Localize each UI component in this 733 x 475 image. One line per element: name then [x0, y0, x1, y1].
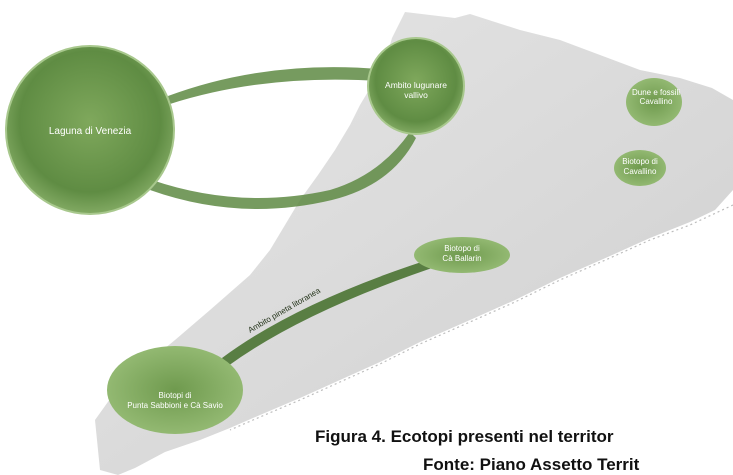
- svg-text:Punta Sabbioni e Cà Savio: Punta Sabbioni e Cà Savio: [127, 401, 223, 410]
- svg-text:Biotopo di: Biotopo di: [444, 244, 480, 253]
- svg-text:Dune e fossili: Dune e fossili: [632, 88, 680, 97]
- svg-text:Cà Ballarin: Cà Ballarin: [442, 254, 481, 263]
- link-corridor-pineta: [222, 256, 444, 366]
- svg-text:Biotopo di: Biotopo di: [622, 157, 658, 166]
- node-biotopo-di-cavallino: Biotopo di Cavallino: [614, 150, 666, 186]
- svg-text:Ambito lugunare: Ambito lugunare: [385, 80, 447, 90]
- svg-text:Cavallino: Cavallino: [640, 97, 673, 106]
- coastline-texture: [229, 204, 733, 431]
- node-ambito-lugunare-vallivo: Ambito lugunare vallivo: [367, 37, 465, 135]
- link-laguna-ambito-lower: [150, 132, 416, 209]
- figure-caption-title: Figura 4. Ecotopi presenti nel territor: [315, 427, 614, 446]
- figure-caption-source: Fonte: Piano Assetto Territ: [423, 455, 640, 474]
- svg-text:Laguna di Venezia: Laguna di Venezia: [49, 126, 132, 137]
- link-laguna-ambito-upper: [168, 67, 392, 104]
- svg-text:vallivo: vallivo: [404, 90, 428, 100]
- node-laguna-di-venezia: Laguna di Venezia: [5, 45, 175, 215]
- svg-text:Cavallino: Cavallino: [624, 167, 657, 176]
- node-biotopo-di-ca-ballarin: Biotopo di Cà Ballarin: [414, 237, 510, 273]
- svg-text:Biotopi di: Biotopi di: [159, 391, 192, 400]
- territory-shape: [95, 12, 733, 475]
- node-dune-e-fossili-cavallino: Dune e fossili Cavallino: [626, 78, 682, 126]
- node-biotopi-punta-sabbioni: Biotopi di Punta Sabbioni e Cà Savio: [107, 346, 243, 434]
